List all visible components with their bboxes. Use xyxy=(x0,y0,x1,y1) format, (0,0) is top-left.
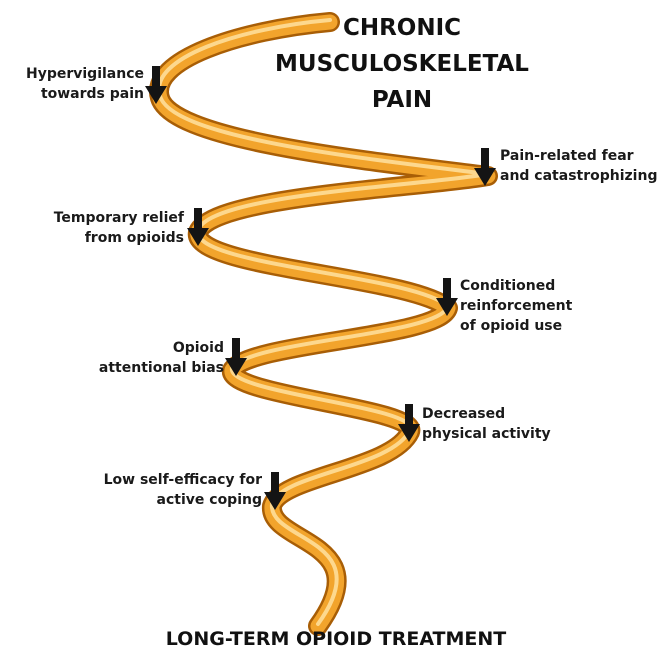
step-label-line: physical activity xyxy=(422,424,602,444)
step-label-line: of opioid use xyxy=(460,316,620,336)
step-label-line: towards pain xyxy=(6,84,144,104)
step-label-line: Decreased xyxy=(422,404,602,424)
step-label-fear: Pain-related fear and catastrophizing xyxy=(500,146,670,186)
step-label-attentional-bias: Opioid attentional bias xyxy=(40,338,224,378)
down-arrow-icon xyxy=(145,66,167,104)
step-label-line: active coping xyxy=(30,490,262,510)
down-arrow-icon xyxy=(474,148,496,186)
step-label-line: Low self-efficacy for xyxy=(30,470,262,490)
step-label-relief: Temporary relief from opioids xyxy=(20,208,184,248)
step-label-line: and catastrophizing xyxy=(500,166,670,186)
title-line-1: CHRONIC xyxy=(252,10,552,46)
diagram-footer: LONG-TERM OPIOID TREATMENT xyxy=(0,628,672,650)
step-label-line: attentional bias xyxy=(40,358,224,378)
down-arrow-icon xyxy=(436,278,458,316)
diagram-title: CHRONIC MUSCULOSKELETAL PAIN xyxy=(252,10,552,118)
down-arrow-icon xyxy=(398,404,420,442)
down-arrow-icon xyxy=(187,208,209,246)
step-label-hypervigilance: Hypervigilance towards pain xyxy=(6,64,144,104)
step-label-line: Opioid xyxy=(40,338,224,358)
step-label-line: Pain-related fear xyxy=(500,146,670,166)
step-label-line: Conditioned xyxy=(460,276,620,296)
step-label-physical-activity: Decreased physical activity xyxy=(422,404,602,444)
title-line-2: MUSCULOSKELETAL xyxy=(252,46,552,82)
step-label-line: reinforcement xyxy=(460,296,620,316)
title-line-3: PAIN xyxy=(252,82,552,118)
step-label-line: Temporary relief xyxy=(20,208,184,228)
step-label-conditioned: Conditioned reinforcement of opioid use xyxy=(460,276,620,336)
down-arrow-icon xyxy=(225,338,247,376)
step-label-line: from opioids xyxy=(20,228,184,248)
down-arrow-icon xyxy=(264,472,286,510)
step-label-self-efficacy: Low self-efficacy for active coping xyxy=(30,470,262,510)
step-label-line: Hypervigilance xyxy=(6,64,144,84)
